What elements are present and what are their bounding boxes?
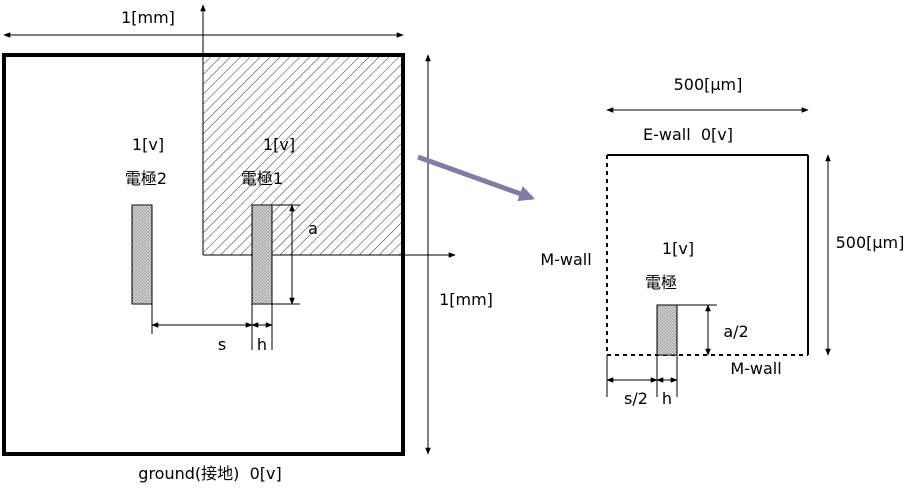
dimension-a-half-label: a/2 <box>723 322 748 341</box>
dimension-a-label: a <box>308 219 318 238</box>
electrode-2-voltage: 1[v] <box>132 135 164 154</box>
dimension-h-label: h <box>257 335 267 354</box>
height-label: 1[mm] <box>439 290 493 309</box>
electrode-1-voltage: 1[v] <box>263 135 295 154</box>
dimension-s-label: s <box>218 335 226 354</box>
dimension-s-half-label: s/2 <box>624 389 648 408</box>
hatched-quadrant <box>203 55 403 255</box>
right-height-label: 500[µm] <box>836 233 905 252</box>
electrode-voltage: 1[v] <box>662 239 694 258</box>
ground-label: ground(接地) 0[v] <box>138 464 281 483</box>
electrode-name: 電極 <box>645 273 677 292</box>
m-wall-bottom-label: M-wall <box>730 359 781 378</box>
electrode-2 <box>131 204 153 305</box>
dimension-h-right-label: h <box>662 389 672 408</box>
width-label: 1[mm] <box>121 8 175 27</box>
electrode-1 <box>251 204 273 305</box>
zoom-arrow <box>417 154 536 202</box>
electrode <box>656 304 678 356</box>
left-figure: 1[mm] 1[mm] 1[v] 電極2 1[v] 電極1 a s h grou… <box>2 4 493 483</box>
m-wall-left-label: M-wall <box>540 250 591 269</box>
e-wall-label: E-wall 0[v] <box>643 125 733 144</box>
electrode-1-name: 電極1 <box>241 169 283 188</box>
electrode-2-name: 電極2 <box>125 169 167 188</box>
right-width-label: 500[µm] <box>674 75 743 94</box>
right-figure: 500[µm] E-wall 0[v] 500[µm] M-wall M-wal… <box>540 75 904 408</box>
